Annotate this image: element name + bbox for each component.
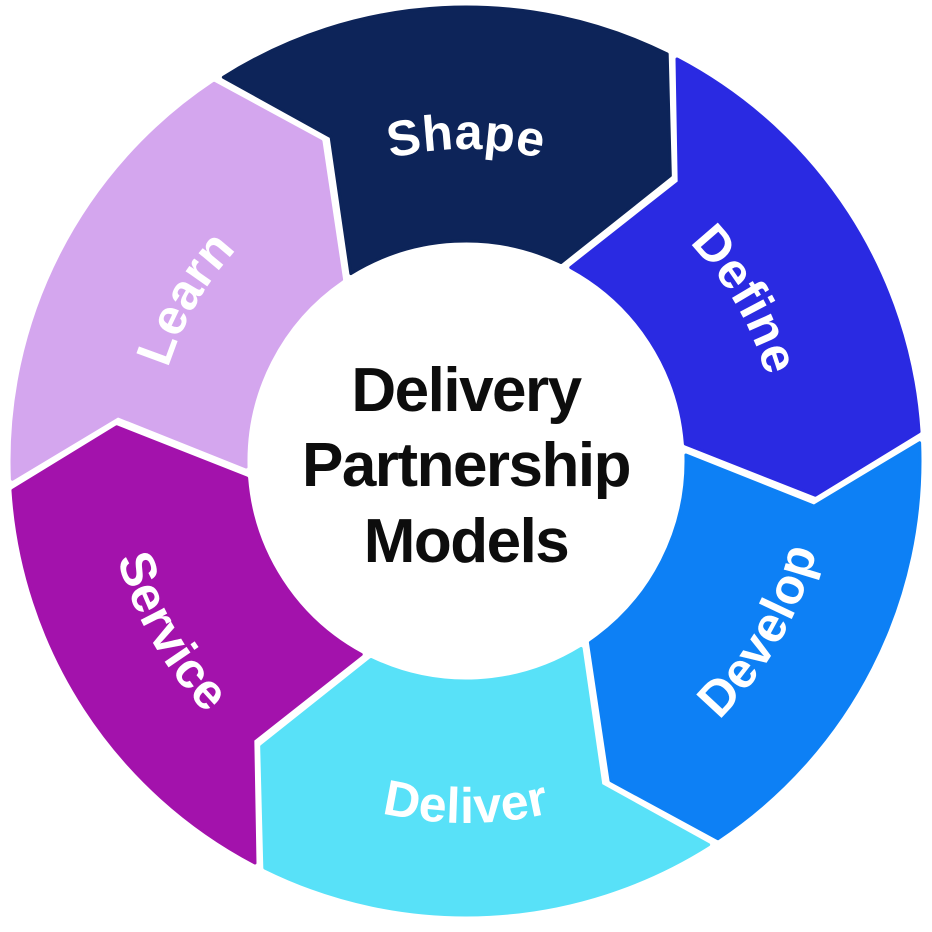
segment-define [569,57,921,497]
segment-learn [10,81,344,481]
segment-deliver [260,646,711,917]
segment-label-shape: Shape [382,104,551,169]
segment-develop [588,441,922,841]
segment-shape [221,5,672,276]
segment-label-deliver: Deliver [379,769,552,834]
segment-service [11,425,363,865]
